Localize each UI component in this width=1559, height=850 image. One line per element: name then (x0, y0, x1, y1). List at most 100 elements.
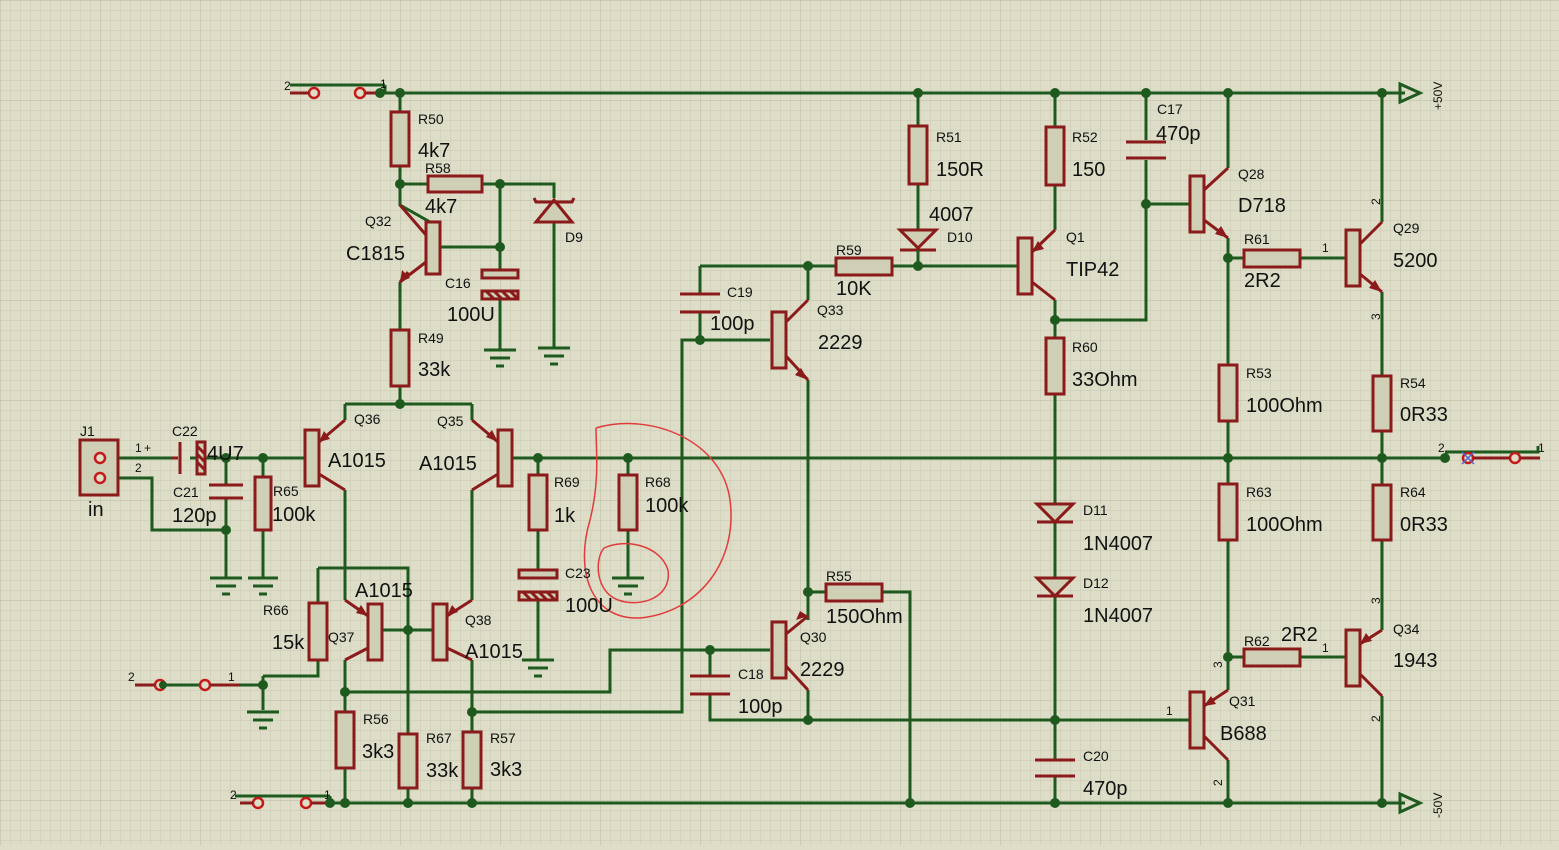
r57-value: 3k3 (490, 759, 522, 781)
r58-value: 4k7 (425, 196, 457, 218)
j1-pin2: 2 (135, 461, 142, 475)
q34-ref: Q34 (1393, 621, 1420, 637)
r66-resistor (307, 601, 329, 662)
q30-ref: Q30 (800, 629, 827, 645)
wire (263, 566, 410, 678)
r55-value: 150Ohm (826, 606, 903, 628)
c18-value: 100p (738, 696, 783, 718)
q34-value: 1943 (1393, 650, 1438, 672)
j1-ref: J1 (80, 423, 95, 439)
c16-capacitor (480, 268, 520, 301)
r56-resistor (334, 710, 356, 770)
capacitors[interactable] (172, 140, 1166, 778)
r60-value: 33Ohm (1072, 369, 1138, 391)
ground-icon (538, 346, 570, 366)
red-annotation-circles (583, 422, 732, 619)
pin-numbers: 1 2 3 1 3 2 1 3 2 (1166, 198, 1383, 786)
r49-value: 33k (418, 359, 451, 381)
r52-resistor (1044, 125, 1066, 187)
r58-ref: R58 (425, 160, 451, 176)
c23-capacitor (517, 568, 559, 602)
r50-resistor (389, 110, 411, 168)
r59-value: 10K (836, 278, 872, 300)
r54-ref: R54 (1400, 375, 1426, 391)
wire (343, 660, 474, 803)
wire (343, 402, 474, 420)
wire (345, 648, 770, 694)
r68-resistor (617, 473, 639, 532)
c17-ref: C17 (1157, 101, 1183, 117)
q34-emitter-pin: 3 (1369, 597, 1383, 604)
c22-ref: C22 (172, 423, 198, 439)
q29-collector-pin: 2 (1369, 198, 1383, 205)
r59-ref: R59 (836, 242, 862, 258)
r52-value: 150 (1072, 159, 1105, 181)
d11-ref: D11 (1083, 502, 1108, 518)
q31-collector-pin: 2 (1211, 779, 1225, 786)
r50-value: 4k7 (418, 140, 450, 162)
rail-negative-label: -50V (1431, 793, 1445, 818)
r53-ref: R53 (1246, 365, 1272, 381)
q37-value: A1015 (355, 580, 413, 602)
r66-ref: R66 (263, 602, 289, 618)
r50-ref: R50 (418, 111, 444, 127)
q38-value: A1015 (465, 641, 523, 663)
d11-value: 1N4007 (1083, 533, 1153, 555)
rail-positive-terminal (1398, 81, 1424, 105)
r54-resistor (1371, 374, 1393, 433)
q35-transistor (471, 418, 514, 492)
d10-ref: D10 (947, 229, 973, 245)
component-labels: C22 4U7 C21 120p R65 100k R50 4k7 R58 4k… (172, 101, 1448, 800)
r69-ref: R69 (554, 474, 580, 490)
r68-value: 100k (645, 495, 689, 517)
c22-value: 4U7 (207, 443, 244, 465)
wire (343, 490, 474, 600)
q35-ref: Q35 (437, 413, 464, 429)
r65-value: 100k (272, 504, 316, 526)
r51-value: 150R (936, 159, 984, 181)
r61-resistor (1242, 248, 1302, 269)
r61-value: 2R2 (1244, 270, 1281, 292)
q28-value: D718 (1238, 195, 1286, 217)
connector-bottom-pin-right: 1 (324, 788, 331, 802)
r60-resistor (1044, 336, 1066, 396)
c23-ref: C23 (565, 565, 591, 581)
r56-value: 3k3 (362, 741, 394, 763)
rail-positive-wire (290, 83, 1405, 95)
transistors[interactable] (303, 166, 1384, 762)
c20-capacitor (1035, 758, 1075, 778)
d12-diode (1033, 576, 1077, 599)
c19-capacitor (680, 292, 720, 314)
ground-icon (247, 710, 279, 730)
c20-value: 470p (1083, 778, 1128, 800)
diodes[interactable] (532, 197, 1077, 599)
d9-zener-diode (532, 197, 576, 224)
q32-value: C1815 (346, 243, 405, 265)
connector-bottom-pin-left: 2 (230, 788, 237, 802)
r69-resistor (527, 473, 549, 532)
c21-capacitor (209, 483, 243, 500)
c22-capacitor (172, 440, 207, 476)
connector-out-pin-left: 2 (1438, 441, 1445, 455)
c17-value: 470p (1156, 123, 1201, 145)
r63-ref: R63 (1246, 484, 1272, 500)
c19-ref: C19 (727, 284, 753, 300)
resistors[interactable] (253, 110, 1393, 790)
ground-icon (210, 576, 242, 596)
j1-connector[interactable] (78, 438, 120, 497)
r49-resistor (389, 328, 411, 388)
c16-value: 100U (447, 304, 495, 326)
q31-emitter-pin: 3 (1211, 661, 1225, 668)
q1-transistor (1016, 228, 1057, 302)
connector-mid-pin-right: 1 (228, 670, 235, 684)
r55-resistor (824, 582, 884, 603)
c19-value: 100p (710, 313, 755, 335)
q29-value: 5200 (1393, 250, 1438, 272)
r62-value: 2R2 (1281, 624, 1318, 646)
c18-capacitor (690, 674, 730, 696)
r63-value: 100Ohm (1246, 514, 1323, 536)
q35-value: A1015 (419, 453, 477, 475)
q29-ref: Q29 (1393, 220, 1420, 236)
rail-negative-terminal (1398, 791, 1424, 815)
